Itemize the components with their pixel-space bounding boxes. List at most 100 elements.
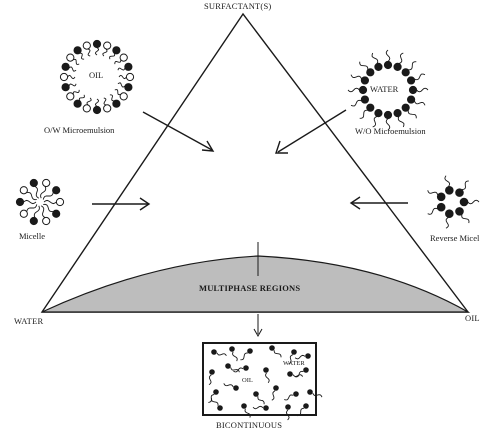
- surfactant-head: [303, 367, 309, 373]
- surfactant-head: [394, 63, 401, 70]
- surfactant-head: [60, 73, 67, 80]
- micelle-caption: Micelle: [19, 232, 45, 241]
- wo-caption: W/O Microemulsion: [355, 127, 426, 136]
- surfactant-head: [361, 77, 368, 84]
- ow-inner-label: OIL: [89, 71, 103, 80]
- surfactant-head: [263, 367, 269, 373]
- surfactant-tail: [468, 200, 479, 204]
- surfactant-tail: [110, 95, 114, 101]
- surfactant-head: [113, 100, 120, 107]
- surfactant-tail: [351, 75, 362, 79]
- surfactant-head: [211, 349, 217, 355]
- surfactant-tail: [68, 75, 75, 78]
- apex-label: SURFACTANT(S): [204, 2, 271, 11]
- surfactant-head: [217, 405, 223, 411]
- multiphase-region-label: MULTIPHASE REGIONS: [199, 284, 300, 293]
- surfactant-head: [243, 365, 249, 371]
- surfactant-head: [120, 54, 127, 61]
- bicontinuous-water-label: WATER: [283, 361, 305, 368]
- surfactant-head: [83, 42, 90, 49]
- surfactant-tail: [115, 60, 121, 64]
- surfactant-head: [375, 63, 382, 70]
- surfactant-head: [247, 348, 253, 354]
- surfactant-head: [213, 389, 219, 395]
- surfactant-head: [30, 179, 37, 186]
- surfactant-head: [93, 40, 100, 47]
- bicontinuous-oil-label: OIL: [242, 378, 253, 385]
- surfactant-head: [269, 345, 275, 351]
- surfactant-tail: [446, 217, 449, 228]
- surfactant-tail: [408, 110, 416, 118]
- surfactant-tail: [462, 181, 469, 190]
- surfactant-tail: [41, 206, 45, 218]
- surfactant-head: [56, 198, 63, 205]
- surfactant-head: [93, 106, 100, 113]
- surfactant-tail: [79, 95, 84, 101]
- surfactant-head: [285, 404, 291, 410]
- surfactant-head: [384, 61, 391, 68]
- surfactant-tail: [80, 53, 84, 59]
- surfactant-tail: [103, 49, 107, 56]
- surfactant-head: [407, 96, 414, 103]
- surfactant-head: [104, 105, 111, 112]
- surfactant-head: [287, 371, 293, 377]
- surfactant-head: [291, 349, 297, 355]
- reverse-micelle-caption: Reverse Micel: [430, 234, 479, 243]
- surfactant-tail: [73, 90, 79, 94]
- surfactant-head: [361, 96, 368, 103]
- surfactant-head: [394, 109, 401, 116]
- oil-vertex-label: OIL: [465, 314, 480, 323]
- surfactant-head: [43, 179, 50, 186]
- surfactant-tail: [372, 53, 378, 64]
- bicontinuous-box: [203, 343, 316, 415]
- surfactant-tail: [44, 200, 56, 203]
- surfactant-head: [125, 63, 132, 70]
- surfactant-head: [229, 346, 235, 352]
- surfactant-tail: [414, 74, 425, 80]
- surfactant-head: [367, 104, 374, 111]
- surfactant-tail: [88, 49, 90, 56]
- arrow-reverse: [351, 197, 408, 209]
- surfactant-tail: [351, 100, 362, 106]
- bicontinuous-caption: BICONTINUOUS: [216, 421, 282, 430]
- surfactant-tail: [417, 88, 428, 92]
- surfactant-head: [402, 69, 409, 76]
- surfactant-head: [74, 47, 81, 54]
- surfactant-head: [446, 187, 454, 195]
- surfactant-tail: [399, 53, 403, 64]
- surfactant-tail: [428, 208, 438, 214]
- surfactant-head: [104, 42, 111, 49]
- surfactant-tail: [27, 204, 37, 211]
- surfactant-head: [225, 363, 231, 369]
- surfactant-tail: [118, 68, 125, 70]
- surfactant-tail: [87, 98, 91, 105]
- surfactant-head: [437, 193, 445, 201]
- surfactant-head: [402, 104, 409, 111]
- surfactant-head: [233, 385, 239, 391]
- surfactant-head: [67, 54, 74, 61]
- surfactant-tail: [360, 110, 368, 118]
- surfactant-tail: [104, 98, 106, 105]
- micelle-icon: [16, 179, 63, 224]
- surfactant-tail: [462, 214, 469, 223]
- surfactant-head: [241, 403, 247, 409]
- reverse-micelle-icon: [428, 176, 479, 229]
- surfactant-head: [30, 217, 37, 224]
- surfactant-head: [20, 210, 27, 217]
- surfactant-tail: [27, 192, 37, 199]
- surfactant-head: [125, 84, 132, 91]
- surfactant-tail: [360, 62, 368, 70]
- surfactant-head: [293, 391, 299, 397]
- surfactant-head: [446, 210, 454, 218]
- surfactant-tail: [408, 62, 416, 70]
- surfactant-head: [384, 111, 391, 118]
- surfactant-tail: [414, 101, 425, 105]
- surfactant-head: [409, 86, 416, 93]
- surfactant-head: [209, 369, 215, 375]
- surfactant-tail: [348, 88, 359, 92]
- surfactant-tail: [428, 190, 438, 195]
- surfactant-head: [253, 391, 259, 397]
- surfactant-head: [407, 77, 414, 84]
- surfactant-head: [126, 73, 133, 80]
